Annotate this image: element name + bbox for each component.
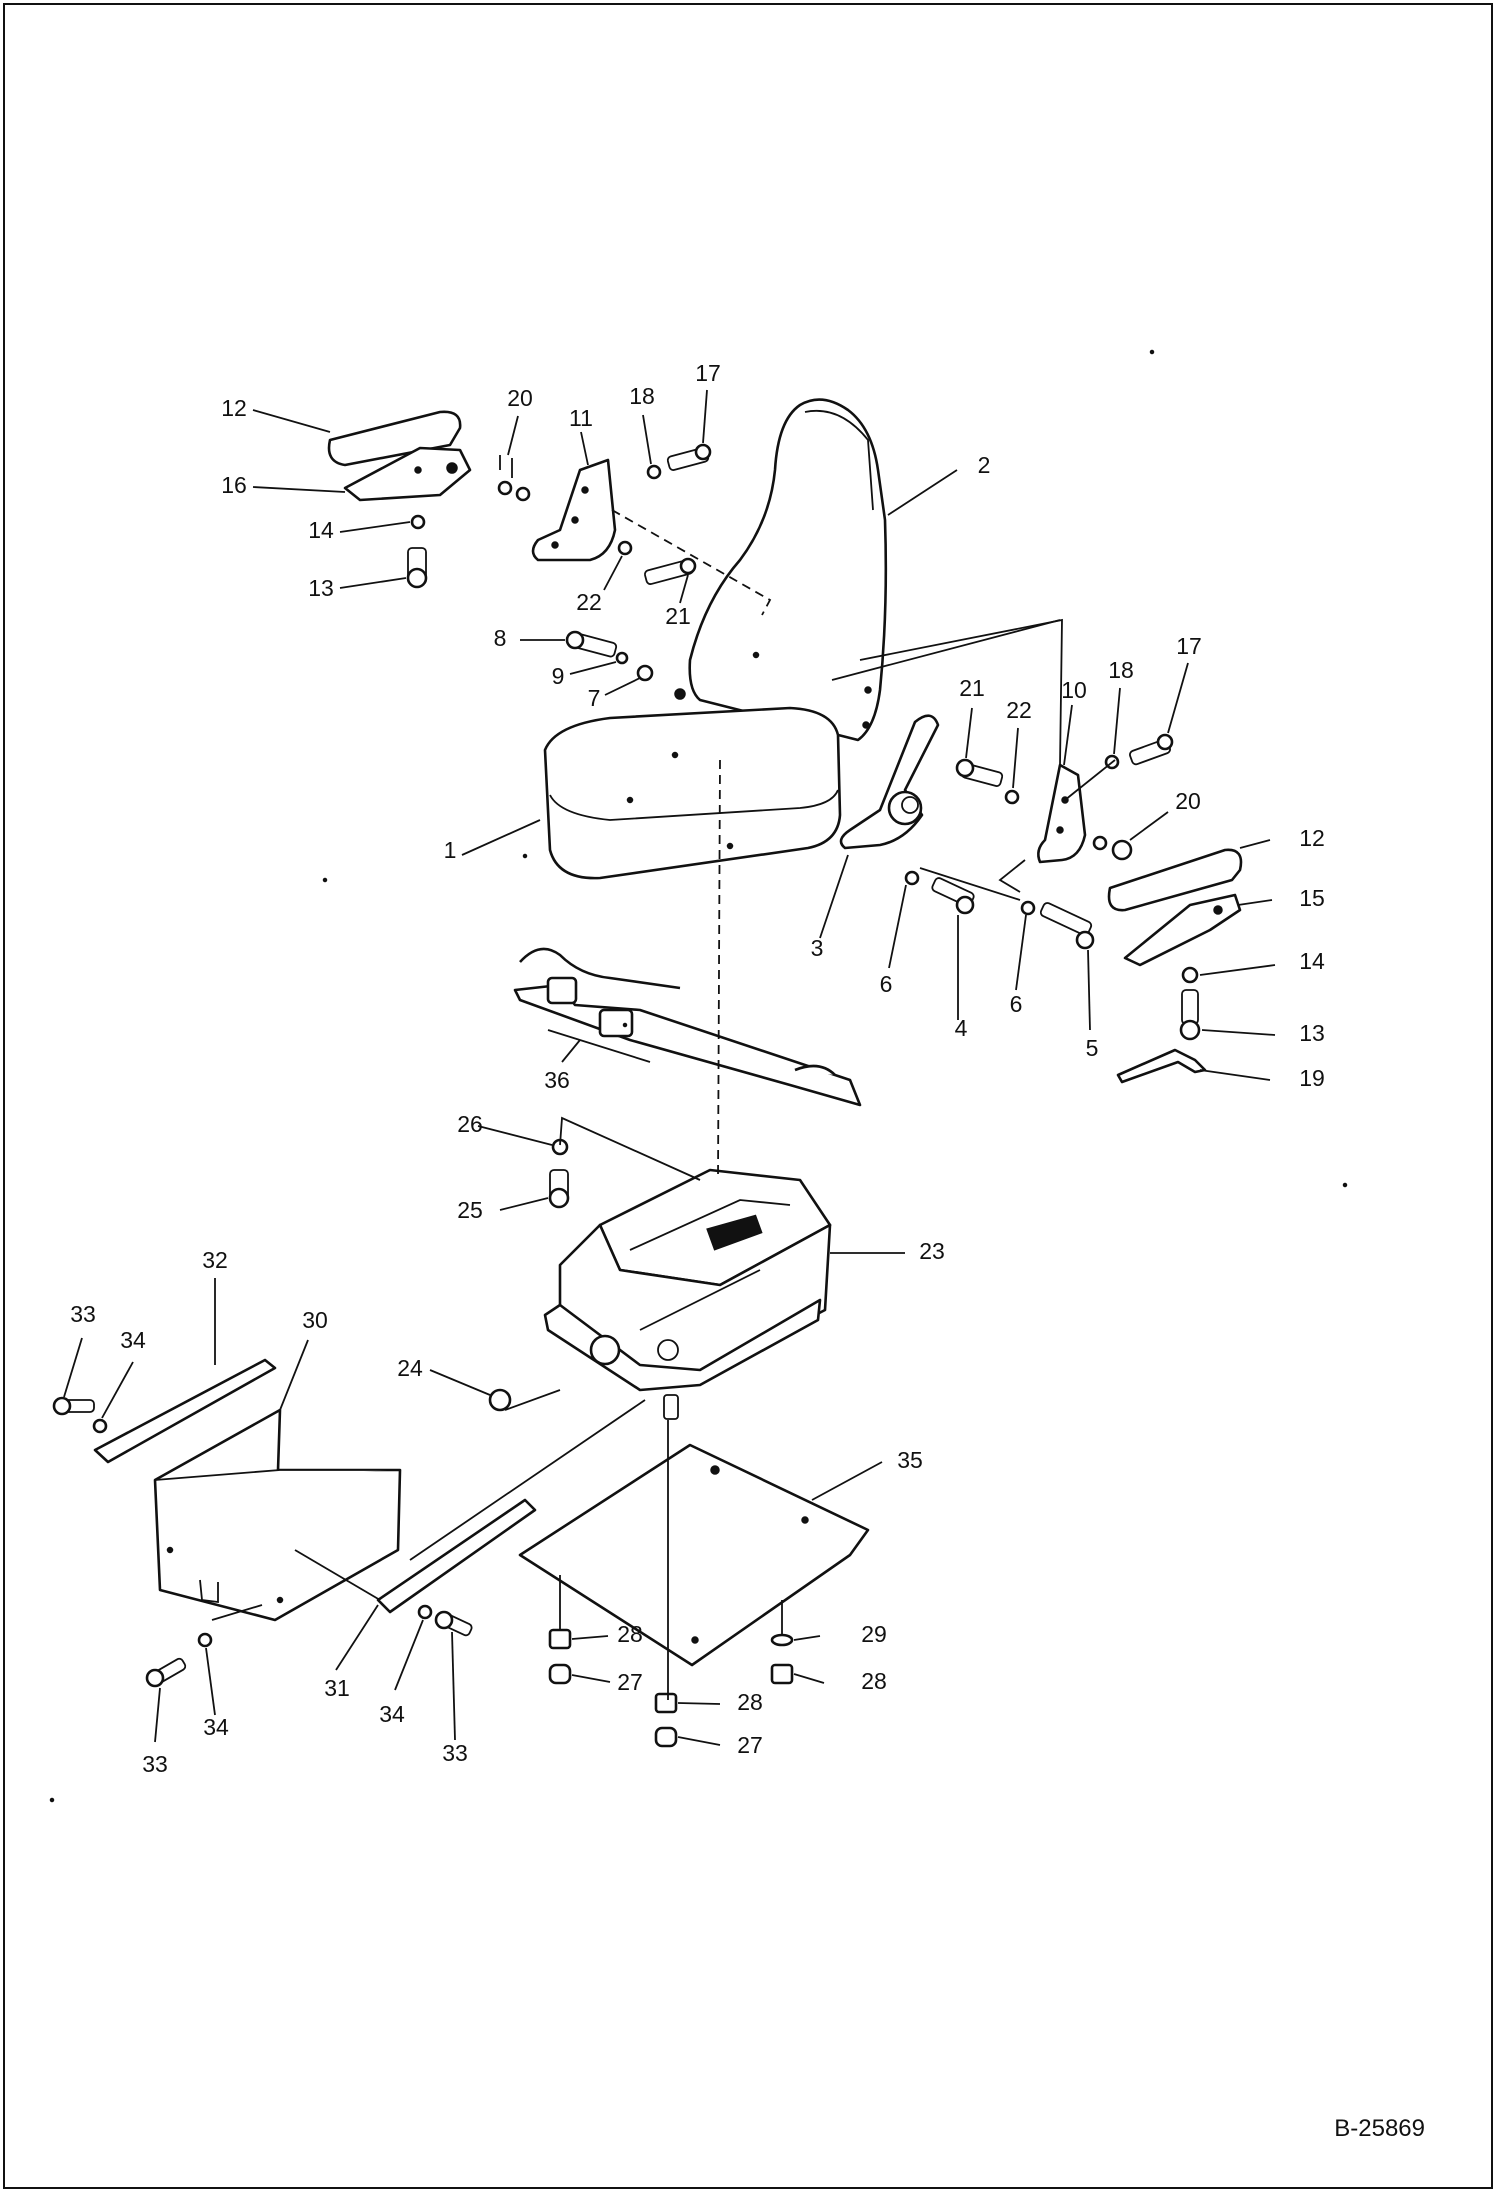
- callout-20-right: 20: [1175, 788, 1201, 814]
- callout-leaders: [63, 389, 1276, 1746]
- callout-25: 25: [457, 1197, 483, 1223]
- callout-14-right: 14: [1299, 948, 1325, 974]
- callout-31: 31: [324, 1675, 350, 1701]
- callout-26: 26: [457, 1111, 483, 1137]
- callout-33-upper-left: 33: [70, 1301, 96, 1327]
- recliner-bracket: [839, 714, 940, 850]
- callout-36: 36: [544, 1067, 570, 1093]
- callout-1: 1: [444, 837, 457, 863]
- callout-2: 2: [978, 452, 991, 478]
- left-bracket: [531, 458, 617, 562]
- callout-11: 11: [569, 405, 593, 431]
- callout-27-left: 27: [617, 1669, 643, 1695]
- callout-13-right: 13: [1299, 1020, 1325, 1046]
- right-bracket: [1037, 763, 1087, 864]
- slide-rail: [376, 1498, 537, 1614]
- drawing-reference-code: B-25869: [1334, 2115, 1425, 2142]
- box-cover: [153, 1408, 402, 1622]
- left-armrest: [327, 410, 472, 502]
- seat-suspension: [543, 1168, 832, 1392]
- callout-34-upper-left: 34: [120, 1327, 146, 1353]
- callout-22-right: 22: [1006, 697, 1032, 723]
- plate: [93, 1358, 277, 1464]
- callout-33-center: 33: [442, 1740, 468, 1766]
- callout-7: 7: [588, 685, 601, 711]
- callout-17-right: 17: [1176, 633, 1202, 659]
- callout-34-center: 34: [379, 1701, 405, 1727]
- callout-20-left: 20: [507, 385, 533, 411]
- fasteners: [52, 443, 1201, 1748]
- callout-10: 10: [1061, 677, 1087, 703]
- callout-28-center: 28: [737, 1689, 763, 1715]
- callout-30: 30: [302, 1307, 328, 1333]
- seat-cushion: [543, 706, 842, 880]
- seat-back: [688, 398, 888, 742]
- callout-12-right: 12: [1299, 825, 1325, 851]
- callout-24: 24: [397, 1355, 423, 1381]
- callout-34-lower-left: 34: [203, 1714, 229, 1740]
- callout-29: 29: [861, 1621, 887, 1647]
- callout-16: 16: [221, 472, 247, 498]
- seat-belt: [513, 947, 862, 1107]
- callout-4: 4: [955, 1015, 968, 1041]
- callout-17-left: 17: [695, 360, 721, 386]
- callout-28-right: 28: [861, 1668, 887, 1694]
- callout-22-left: 22: [576, 589, 602, 615]
- callout-6-left: 6: [880, 971, 893, 997]
- callout-28-left: 28: [617, 1621, 643, 1647]
- callout-18-left: 18: [629, 383, 655, 409]
- callout-6-right: 6: [1010, 991, 1023, 1017]
- callout-12-left: 12: [221, 395, 247, 421]
- right-armrest: [1107, 848, 1243, 967]
- adjust-lever: [1116, 1048, 1207, 1084]
- callout-13-left: 13: [308, 575, 334, 601]
- callouts: 1 2 3 4 5 6 6 7 8 9 10 11 12 12 13 13 14…: [70, 360, 1325, 1777]
- callout-19: 19: [1299, 1065, 1325, 1091]
- callout-21-right: 21: [959, 675, 985, 701]
- callout-33-lower-left: 33: [142, 1751, 168, 1777]
- callout-8: 8: [494, 625, 507, 651]
- callout-21-left: 21: [665, 603, 691, 629]
- callout-27-center: 27: [737, 1732, 763, 1758]
- callout-32: 32: [202, 1247, 228, 1273]
- callout-18-right: 18: [1108, 657, 1134, 683]
- scan-specks: [49, 349, 1348, 1803]
- callout-14-left: 14: [308, 517, 334, 543]
- assembly-lines: [211, 455, 1116, 1700]
- callout-5: 5: [1086, 1035, 1099, 1061]
- drawing-frame: [3, 3, 1493, 2189]
- callout-23: 23: [919, 1238, 945, 1264]
- callout-3: 3: [811, 935, 824, 961]
- callout-35: 35: [897, 1447, 923, 1473]
- callout-9: 9: [552, 663, 565, 689]
- callout-15: 15: [1299, 885, 1325, 911]
- floor-plate: [518, 1443, 870, 1667]
